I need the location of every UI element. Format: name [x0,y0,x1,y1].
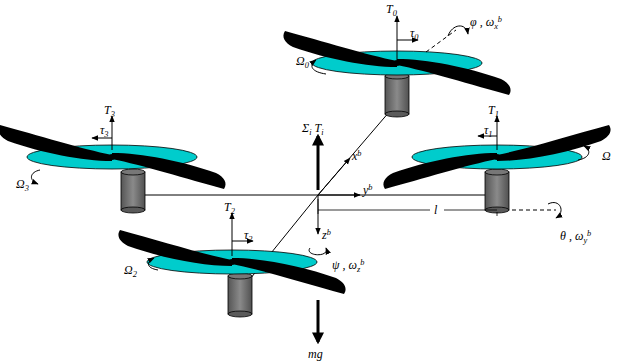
math-label: Ω3 [16,178,29,190]
length-dimension [318,199,497,216]
body-axes [318,158,360,234]
motor [121,169,145,213]
math-label: yb [363,184,373,196]
math-label: l [434,204,437,216]
math-label: Ω2 [124,264,137,276]
rotor-3 [0,125,226,189]
thrust-arrows [112,16,497,256]
math-label: τ1 [484,124,492,136]
motor [485,169,509,213]
force-arrows [317,136,320,342]
math-label: T2 [224,201,235,213]
math-label: T3 [104,104,115,116]
math-label: Ω0 [296,55,309,67]
math-label: θ , ωyb [560,230,591,242]
torque-arrows [92,40,497,241]
math-label: Ω [602,150,611,162]
math-label: τ2 [244,229,252,241]
math-label: Σi Ti [302,122,323,134]
math-label: mg [308,348,323,360]
rotation-axes [309,26,561,255]
math-label: T1 [488,104,499,116]
math-label: τ3 [100,124,108,136]
motor [228,273,252,317]
math-label: τ0 [410,27,418,39]
math-label: φ , ωxb [470,16,502,28]
math-label: xb [352,150,362,162]
motor [385,73,409,117]
math-label: T0 [386,3,397,15]
math-label: zb [322,229,331,241]
spin-arcs [31,60,588,270]
math-label: ψ , ωzb [332,259,364,271]
